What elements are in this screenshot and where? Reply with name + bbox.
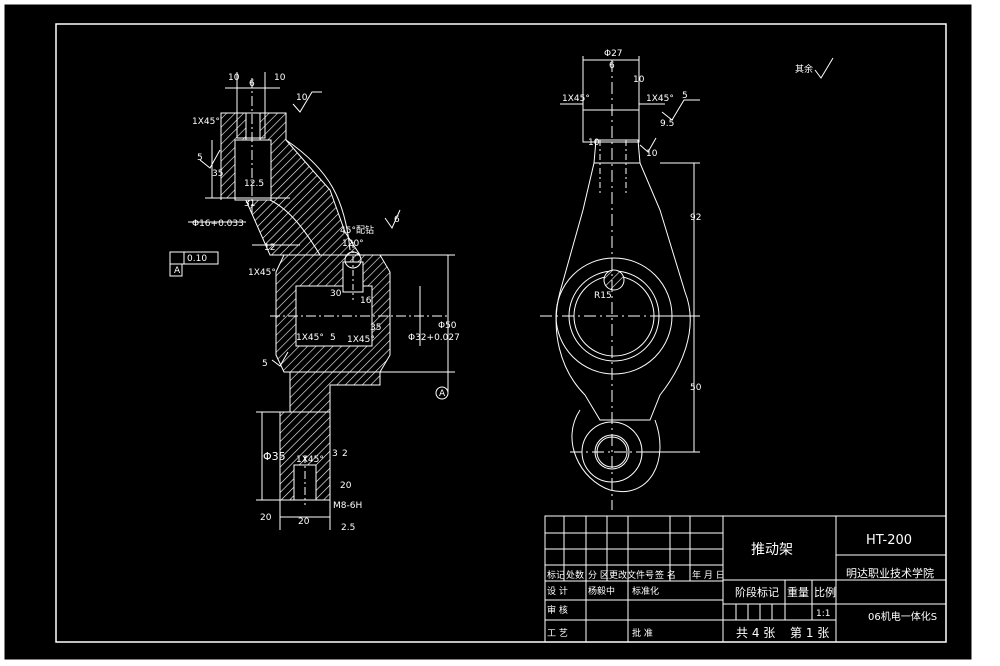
datum-a: A — [439, 389, 446, 399]
dim-10-right: 10 — [274, 73, 286, 83]
chamfer-l-label: 1X45° — [562, 94, 590, 104]
part-name: 推动架 — [751, 542, 793, 558]
designer-name: 杨毅中 — [588, 585, 615, 597]
dim-2: 2 — [342, 449, 348, 459]
row-label-zone: 分 区 — [588, 570, 609, 581]
dim-3: 3 — [332, 449, 338, 459]
standardization-label: 标准化 — [632, 585, 659, 597]
roughness-6: 6 — [394, 215, 400, 225]
surface-note: 其余 — [795, 63, 813, 75]
dim-2-5: 2.5 — [341, 523, 355, 533]
dim-16: 16 — [360, 296, 372, 306]
tolerance-datum: A — [174, 266, 181, 276]
material: HT-200 — [866, 533, 912, 548]
chamfer-bot-label: 1X45° — [296, 455, 324, 465]
approve-label: 批 准 — [632, 627, 653, 639]
dim-35b: 35 — [370, 323, 381, 333]
weight-label: 重量 — [787, 585, 809, 599]
class-name: 06机电一体化S — [868, 610, 937, 623]
dim-31: 31 — [244, 199, 255, 209]
row-label-mark: 标记 — [547, 569, 565, 581]
dim-20b: 20 — [298, 517, 310, 527]
review-label: 审 核 — [547, 604, 568, 616]
tolerance-value: 0.10 — [187, 254, 207, 264]
school-name: 明达职业技术学院 — [846, 566, 934, 580]
dim-10-top: 10 — [228, 73, 240, 83]
dim-phi35: Φ35 — [263, 450, 286, 463]
dim-5: 5 — [330, 333, 336, 343]
sheet-number: 第 1 张 — [790, 626, 829, 640]
row-label-doc: 更改文件号 — [609, 569, 654, 581]
scale-label: 比例 — [814, 585, 836, 599]
inner-frame — [55, 23, 947, 643]
dim-6: 6 — [249, 79, 255, 89]
dim-r15: R15 — [594, 291, 612, 301]
chamfer-top-label: 1X45° — [192, 117, 220, 127]
chamfer-low-1: 1X45° — [296, 333, 324, 343]
dim-10-right-c: 10 — [646, 149, 658, 159]
dim-phi27: Φ27 — [604, 49, 623, 59]
title-block — [544, 515, 947, 643]
angle-120: 120° — [342, 239, 364, 249]
chamfer-low-2: 1X45° — [347, 335, 375, 345]
design-label: 设 计 — [547, 585, 568, 597]
dim-10-right-b: 10 — [588, 138, 600, 148]
dim-12: 12 — [264, 243, 275, 253]
roughness-5: 5 — [197, 153, 203, 163]
front-view — [540, 56, 700, 510]
sheet-total: 共 4 张 — [736, 626, 775, 640]
process-label: 工 艺 — [547, 628, 568, 639]
dim-35: 35 — [212, 169, 223, 179]
dim-phi50: Φ50 — [438, 321, 457, 331]
dim-20a: 20 — [340, 481, 352, 491]
dim-30: 30 — [330, 289, 342, 299]
dim-12-5: 12.5 — [244, 179, 264, 189]
chamfer-r-label: 1X45° — [646, 94, 674, 104]
dim-phi32: Φ32+0.027 — [408, 333, 460, 343]
dim-6-right: 6 — [609, 61, 615, 71]
dim-20-vertical: 20 — [260, 513, 272, 523]
section-view — [169, 57, 834, 530]
row-label-date: 年 月 日 — [692, 569, 725, 581]
angle-45-note: 45°配钻 — [340, 224, 374, 236]
dim-10-right-a: 10 — [633, 75, 645, 85]
chamfer-mid-label: 1X45° — [248, 268, 276, 278]
roughness-5-right: 5 — [682, 91, 688, 101]
thread-m8: M8-6H — [333, 501, 362, 511]
row-label-count: 处数 — [566, 569, 584, 581]
dim-phi16: Φ16+0.033 — [192, 219, 244, 229]
row-label-sign: 签 名 — [655, 569, 676, 581]
stage-mark-label: 阶段标记 — [735, 585, 779, 599]
scale-value: 1:1 — [816, 609, 830, 619]
dim-50: 50 — [690, 383, 702, 393]
dim-92: 92 — [690, 213, 701, 223]
dim-9-5: 9.5 — [660, 119, 674, 129]
roughness-10: 10 — [296, 93, 308, 103]
roughness-5b: 5 — [262, 359, 268, 369]
outer-border — [3, 3, 973, 661]
